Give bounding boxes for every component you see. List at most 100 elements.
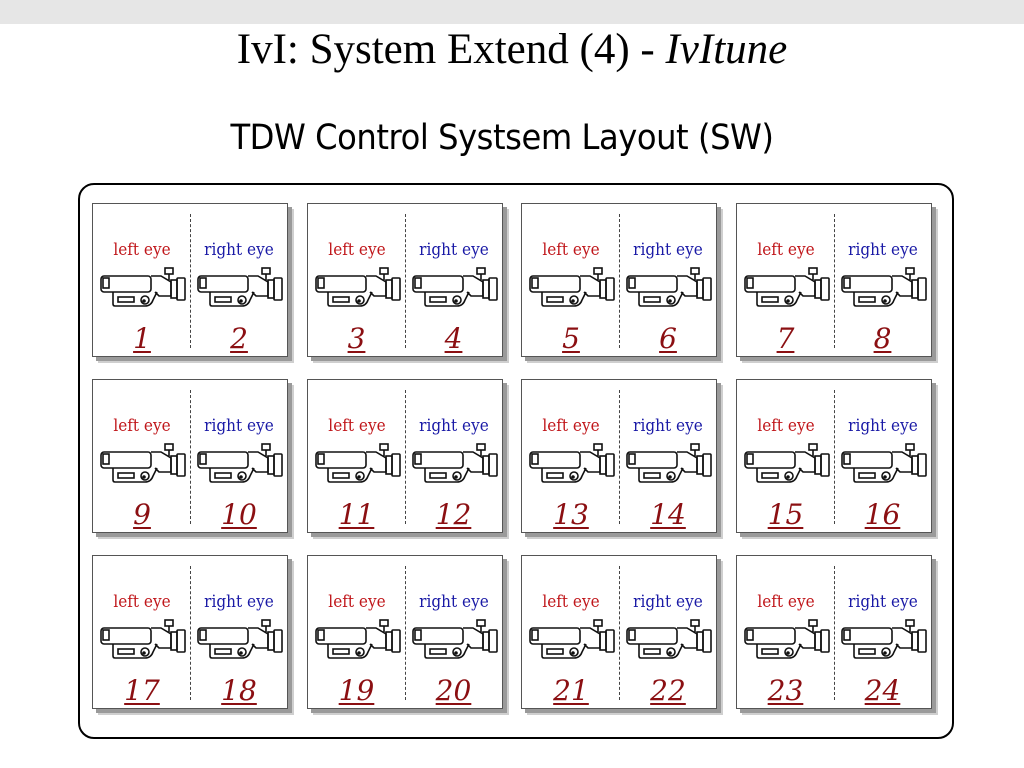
camera-number: 9 [133, 498, 151, 531]
camera-pair-panel: left eye 13 right eye [521, 379, 717, 533]
panel-divider [190, 566, 191, 700]
panel-grid: left eye 1 right eye [92, 203, 932, 709]
right-eye-label: right eye [847, 240, 918, 260]
panel-divider [190, 214, 191, 348]
right-eye-label: right eye [633, 416, 703, 436]
left-eye-label: left eye [113, 416, 171, 436]
camera-number: 3 [347, 322, 366, 355]
left-eye-label: left eye [327, 240, 386, 260]
camera-number: 13 [553, 498, 589, 531]
video-camera-icon [314, 266, 404, 308]
camera-number: 7 [776, 322, 795, 355]
right-eye-label: right eye [204, 240, 274, 260]
right-eye-label: right eye [418, 592, 489, 612]
right-eye-camera: right eye 4 [405, 204, 503, 358]
video-camera-icon [99, 618, 189, 660]
left-eye-label: left eye [756, 240, 815, 260]
right-eye-camera: right eye 2 [190, 204, 288, 358]
camera-pair-panel: left eye 17 right eye [92, 555, 288, 709]
video-camera-icon [411, 618, 501, 660]
right-eye-camera: right eye 8 [834, 204, 932, 358]
video-camera-icon [840, 266, 930, 308]
top-bar [0, 0, 1024, 24]
left-eye-label: left eye [542, 240, 600, 260]
camera-number: 22 [650, 674, 686, 707]
left-eye-label: left eye [756, 592, 815, 612]
right-eye-camera: right eye 20 [405, 556, 503, 710]
right-eye-camera: right eye 14 [619, 380, 717, 534]
left-eye-camera: left eye 1 [93, 204, 191, 358]
left-eye-label: left eye [542, 416, 600, 436]
camera-number: 15 [767, 498, 804, 531]
video-camera-icon [99, 442, 189, 484]
camera-number: 1 [133, 322, 151, 355]
camera-number: 2 [230, 322, 248, 355]
right-eye-label: right eye [847, 416, 918, 436]
camera-number: 4 [444, 322, 463, 355]
camera-number: 5 [562, 322, 580, 355]
right-eye-label: right eye [633, 592, 703, 612]
camera-number: 8 [873, 322, 892, 355]
camera-pair-panel: left eye 19 right eye [306, 555, 503, 710]
panel-divider [619, 566, 620, 700]
right-eye-camera: right eye 22 [619, 556, 717, 710]
left-eye-label: left eye [327, 592, 386, 612]
left-eye-label: left eye [113, 592, 171, 612]
left-eye-camera: left eye 19 [308, 556, 406, 710]
camera-number: 10 [221, 498, 257, 531]
video-camera-icon [196, 618, 286, 660]
video-camera-icon [743, 442, 833, 484]
camera-number: 23 [767, 674, 804, 707]
left-eye-camera: left eye 21 [522, 556, 620, 710]
left-eye-label: left eye [113, 240, 171, 260]
diagram-title: TDW Control Systsem Layout (SW) [230, 118, 774, 158]
left-eye-camera: left eye 15 [737, 380, 835, 534]
camera-pair-panel: left eye 5 right eye [521, 203, 717, 357]
left-eye-camera: left eye 23 [737, 556, 835, 710]
panel-divider [833, 214, 835, 348]
camera-pair-panel: left eye 21 right eye [521, 555, 717, 709]
right-eye-label: right eye [418, 240, 489, 260]
video-camera-icon [743, 266, 833, 308]
right-eye-label: right eye [633, 240, 703, 260]
video-camera-icon [840, 442, 930, 484]
video-camera-icon [528, 442, 618, 484]
camera-pair-panel: left eye 1 right eye [92, 203, 288, 357]
video-camera-icon [625, 442, 715, 484]
camera-number: 14 [650, 498, 686, 531]
video-camera-icon [411, 266, 501, 308]
panel-divider [619, 390, 620, 524]
video-camera-icon [411, 442, 501, 484]
camera-pair-panel: left eye 9 right eye [92, 379, 288, 533]
panel-divider [833, 390, 835, 524]
video-camera-icon [528, 618, 618, 660]
right-eye-label: right eye [204, 592, 274, 612]
panel-divider [404, 566, 406, 700]
right-eye-camera: right eye 24 [834, 556, 932, 710]
camera-pair-panel: left eye 15 right eye [735, 379, 932, 534]
camera-number: 21 [553, 674, 589, 707]
left-eye-label: left eye [542, 592, 600, 612]
camera-pair-panel: left eye 7 right eye [735, 203, 932, 358]
right-eye-label: right eye [418, 416, 489, 436]
left-eye-camera: left eye 5 [522, 204, 620, 358]
right-eye-camera: right eye 16 [834, 380, 932, 534]
video-camera-icon [196, 266, 286, 308]
right-eye-camera: right eye 18 [190, 556, 288, 710]
video-camera-icon [743, 618, 833, 660]
right-eye-label: right eye [204, 416, 274, 436]
right-eye-camera: right eye 6 [619, 204, 717, 358]
video-camera-icon [625, 618, 715, 660]
video-camera-icon [840, 618, 930, 660]
video-camera-icon [196, 442, 286, 484]
left-eye-camera: left eye 7 [737, 204, 835, 358]
camera-number: 20 [435, 674, 472, 707]
video-camera-icon [99, 266, 189, 308]
panel-divider [404, 214, 406, 348]
camera-pair-panel: left eye 3 right eye [306, 203, 503, 358]
video-camera-icon [528, 266, 618, 308]
panel-divider [619, 214, 620, 348]
left-eye-camera: left eye 13 [522, 380, 620, 534]
camera-number: 17 [124, 674, 160, 707]
